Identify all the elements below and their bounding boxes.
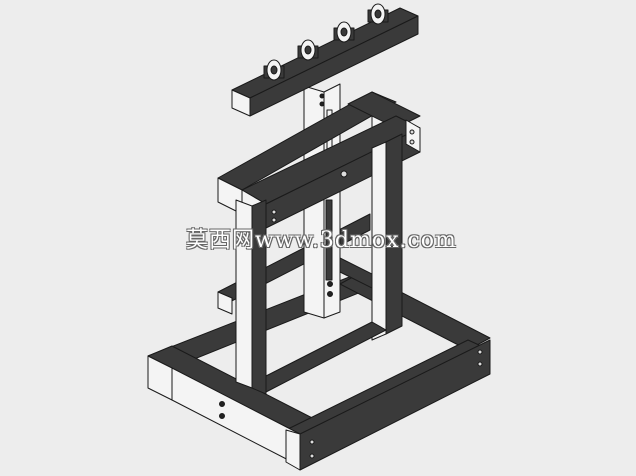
upper-frame-bolt [409,139,415,145]
caster-wheel-1 [263,59,285,81]
center-post-hole [327,281,333,287]
base-bolt-hole [219,413,225,419]
base-frame [147,271,491,471]
upper-frame-bolt [409,129,415,135]
center-post-hole [327,291,333,297]
front-lower-crossbeam [265,321,387,393]
base-bolt-hole [219,401,225,407]
caster-bar-top [231,7,419,99]
caster-wheel-2 [297,39,319,61]
upper-frame-bolt [271,209,277,215]
front-uprights [235,133,403,395]
upper-right-end-face [405,119,421,153]
upper-frame-bolt [271,217,277,223]
left-upright-side [251,199,267,395]
caster-bar-end [231,89,251,117]
base-bolt-hole [477,361,483,367]
center-post-lower-slot [325,199,333,281]
right-upright-side [371,141,387,341]
casters [263,3,389,81]
upper-frame-bolt [340,170,348,178]
base-bolt-hole [309,453,315,459]
base-bolt-hole [477,349,483,355]
caster-wheel-4 [367,3,389,25]
mid-back-crossbeam-end [217,291,233,315]
caster-wheel-3 [333,21,355,43]
site-watermark: 莫西网www.3dmox.com [186,228,457,253]
center-post-hole [319,101,325,107]
base-bolt-hole [309,439,315,445]
base-front-end-face [285,429,301,471]
center-post-hole [319,93,325,99]
